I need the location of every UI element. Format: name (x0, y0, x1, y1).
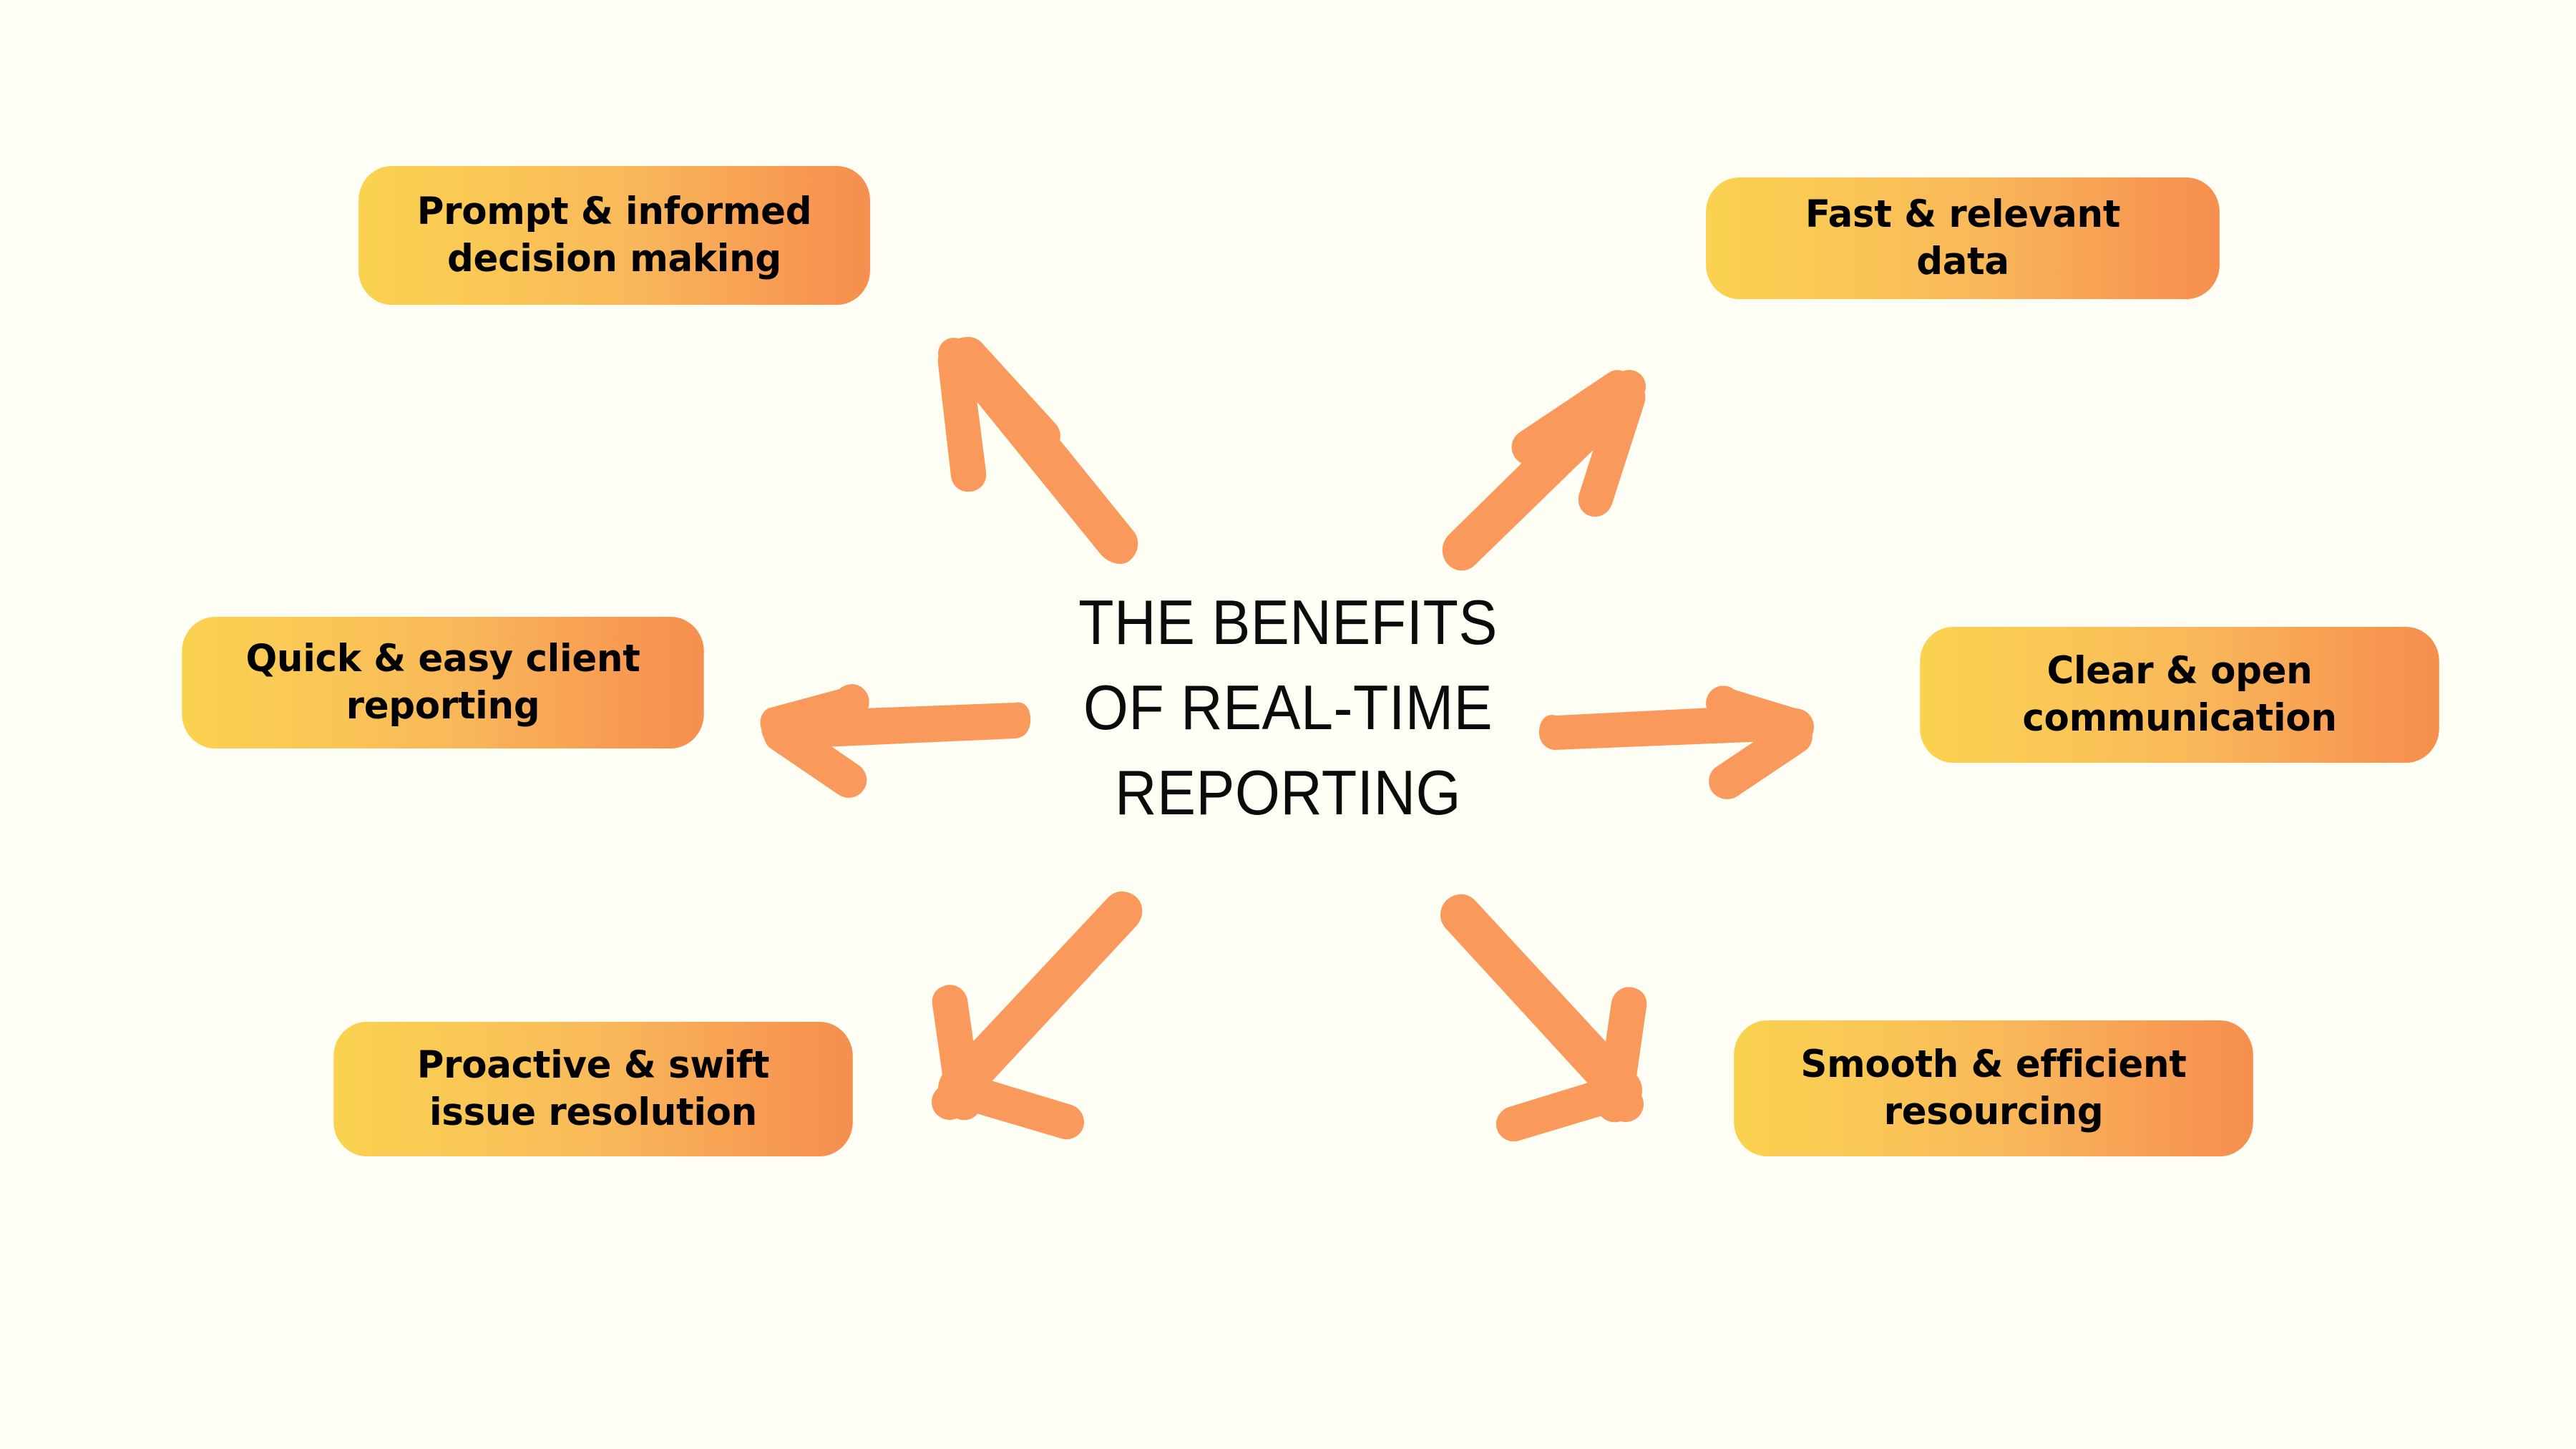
benefit-label: Proactive & swift issue resolution (416, 1043, 770, 1134)
benefit-label: Fast & relevant data (1805, 192, 2121, 283)
arrow-up-right-icon (1442, 370, 1646, 571)
benefit-label: Clear & open communication (2022, 649, 2337, 740)
arrow-down-right-icon (1440, 894, 1647, 1142)
benefit-pill-proactive-swift-issue-resolution[interactable]: Proactive & swift issue resolution (333, 1022, 853, 1156)
arrow-down-left-icon (932, 891, 1143, 1140)
benefit-label: Quick & easy client reporting (245, 637, 640, 728)
page-title: THE BENEFITS OF REAL-TIME REPORTING (1078, 587, 1498, 828)
arrow-up-left-icon (937, 336, 1138, 564)
benefit-label: Smooth & efficient resourcing (1800, 1043, 2187, 1133)
benefit-pill-prompt-informed-decision-making[interactable]: Prompt & informed decision making (358, 166, 870, 305)
benefit-pill-fast-relevant-data[interactable]: Fast & relevant data (1706, 177, 2220, 299)
benefit-pill-smooth-efficient-resourcing[interactable]: Smooth & efficient resourcing (1734, 1020, 2253, 1156)
benefit-pill-clear-open-communication[interactable]: Clear & open communication (1920, 627, 2439, 763)
benefit-label: Prompt & informed decision making (416, 190, 812, 280)
benefit-pill-quick-easy-client-reporting[interactable]: Quick & easy client reporting (182, 617, 704, 748)
